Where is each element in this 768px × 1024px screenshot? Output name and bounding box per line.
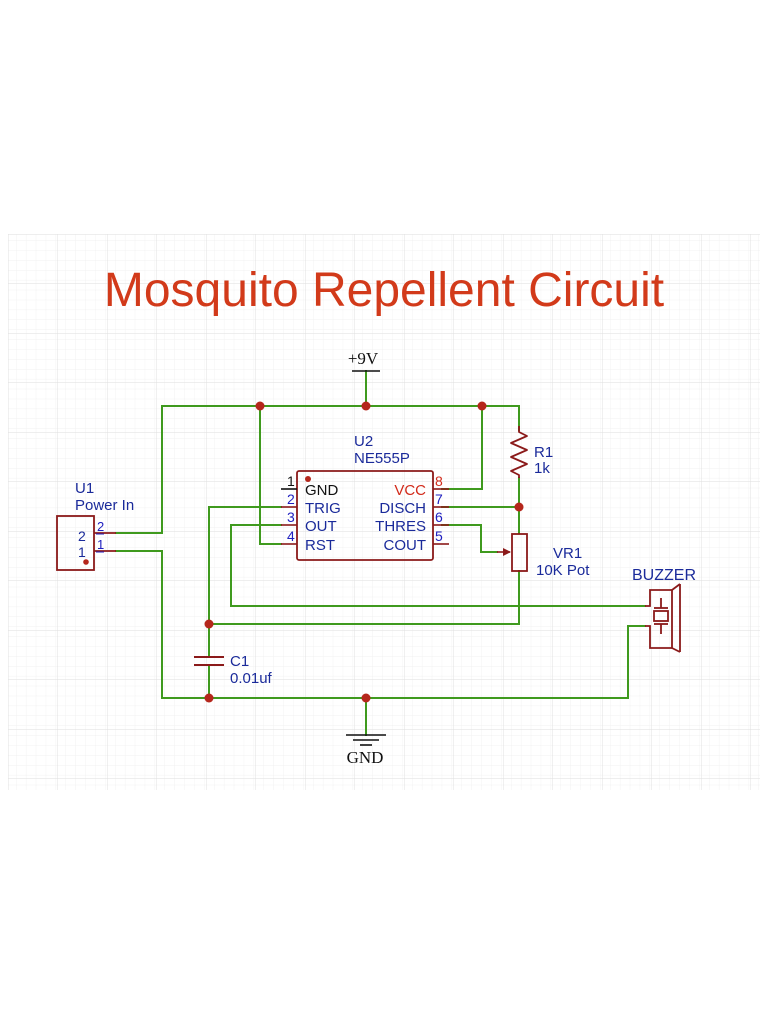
supply-label: +9V (348, 349, 379, 368)
u2-pin-number: 5 (435, 528, 443, 544)
ground-symbol (346, 734, 386, 746)
ground-label: GND (347, 748, 384, 767)
buzzer-symbol (645, 583, 681, 653)
junction-dot (255, 401, 265, 411)
u2-pin-name-disch: DISCH (379, 500, 426, 517)
junction-dot (204, 619, 214, 629)
wires (115, 370, 646, 736)
u2-pin-name-rst: RST (305, 537, 335, 554)
c1-value: 0.01uf (230, 670, 273, 687)
junction-dot (514, 502, 524, 512)
c1-capacitor (194, 656, 224, 666)
u2-pin-name-trig: TRIG (305, 500, 341, 517)
u2-ic (281, 470, 449, 561)
vr1-ref: VR1 (553, 545, 582, 562)
vr1-value: 10K Pot (536, 562, 590, 579)
wire-gnd-rail (115, 550, 646, 699)
u2-pin-number: 4 (287, 528, 295, 544)
u1-pin1-number: 1 (97, 537, 104, 552)
wire-pot-bottom (208, 570, 520, 625)
u2-pin-name-gnd: GND (305, 482, 339, 499)
u1-connector (56, 515, 116, 571)
u2-pin-number: 1 (287, 473, 295, 489)
wire-rst (259, 405, 282, 545)
buzzer-ref: BUZZER (632, 567, 696, 584)
wire-out-buzzer (230, 524, 646, 607)
u1-pin2-number: 2 (97, 519, 104, 534)
u2-pin-number: 2 (287, 491, 295, 507)
u2-pin-name-cout: COUT (384, 537, 427, 554)
u2-pin-name-thres: THRES (375, 518, 426, 535)
u2-pin-number: 6 (435, 509, 443, 525)
wire-vcc-pin8 (441, 405, 483, 490)
u1-value: Power In (75, 497, 134, 514)
wire-vcc-rail (161, 405, 520, 534)
u1-pin1-name: 1 (78, 544, 86, 560)
u1-ref: U1 (75, 480, 94, 497)
junction-dot (361, 401, 371, 411)
u1-pin2-name: 2 (78, 528, 86, 544)
u2-pin-number: 3 (287, 509, 295, 525)
u2-ref: U2 (354, 433, 373, 450)
u2-pin-number: 7 (435, 491, 443, 507)
junction-dot (477, 401, 487, 411)
wire-thres (441, 524, 498, 553)
u2-pin-number: 8 (435, 473, 443, 489)
diagram-title: Mosquito Repellent Circuit (104, 264, 664, 317)
junctions (204, 401, 524, 703)
r1-resistor (510, 426, 528, 478)
r1-ref: R1 (534, 444, 553, 461)
c1-ref: C1 (230, 653, 249, 670)
u2-pin-name-vcc: VCC (394, 482, 426, 499)
supply-symbol: +9V (348, 349, 380, 372)
junction-dot (204, 693, 214, 703)
junction-dot (361, 693, 371, 703)
wire-trig (208, 506, 282, 657)
u2-value: NE555P (354, 450, 410, 467)
u2-pin-name-out: OUT (305, 518, 337, 535)
r1-value: 1k (534, 460, 550, 477)
vr1-potentiometer (497, 533, 528, 572)
